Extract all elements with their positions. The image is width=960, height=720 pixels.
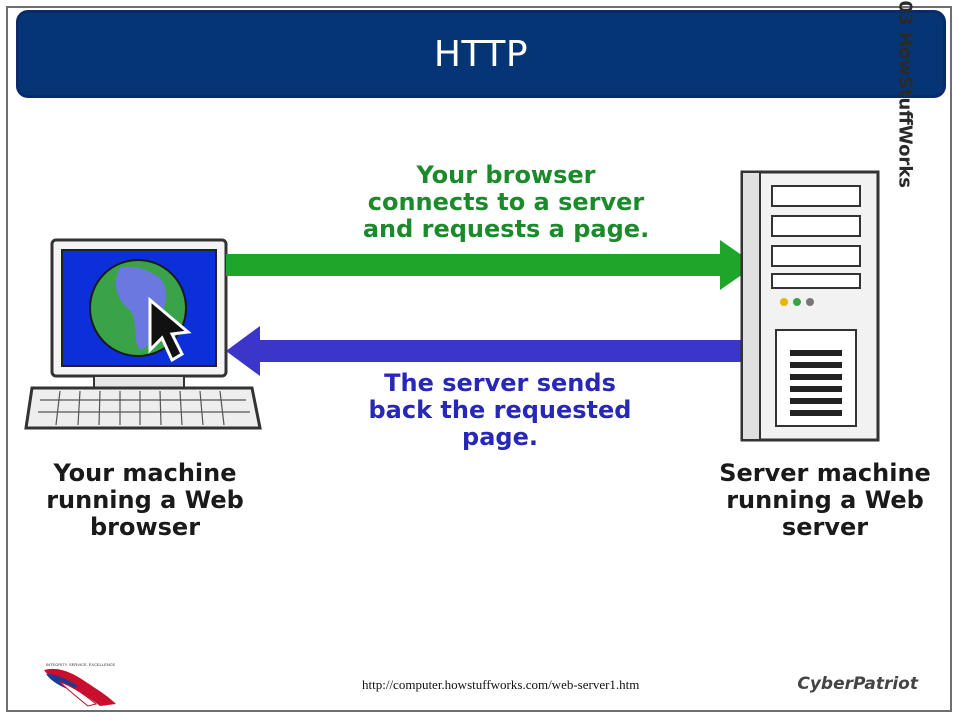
response-caption: The server sends back the requested page… xyxy=(368,369,632,451)
server-label: Server machine running a Web server xyxy=(719,459,931,541)
title-bar: HTTP xyxy=(16,10,946,98)
logo-text: INTEGRITY. SERVICE. EXCELLENCE xyxy=(46,662,116,667)
source-url-link[interactable]: http://computer.howstuffworks.com/web-se… xyxy=(362,677,640,692)
client-label: Your machine running a Web browser xyxy=(46,459,244,541)
copyright-credit: ©2003 HowStuffWorks xyxy=(895,0,916,188)
slide-title: HTTP xyxy=(433,33,529,75)
flag-logo-icon: INTEGRITY. SERVICE. EXCELLENCE xyxy=(44,662,116,707)
request-arrow xyxy=(226,240,756,290)
brand-label: CyberPatriot xyxy=(797,674,918,694)
response-arrow xyxy=(226,326,746,376)
diagram-graphics xyxy=(24,170,880,442)
client-computer-icon xyxy=(24,238,262,430)
request-caption: Your browser connects to a server and re… xyxy=(362,161,650,243)
http-diagram: Your browser connects to a server and re… xyxy=(20,0,940,580)
server-tower-icon xyxy=(740,170,880,442)
